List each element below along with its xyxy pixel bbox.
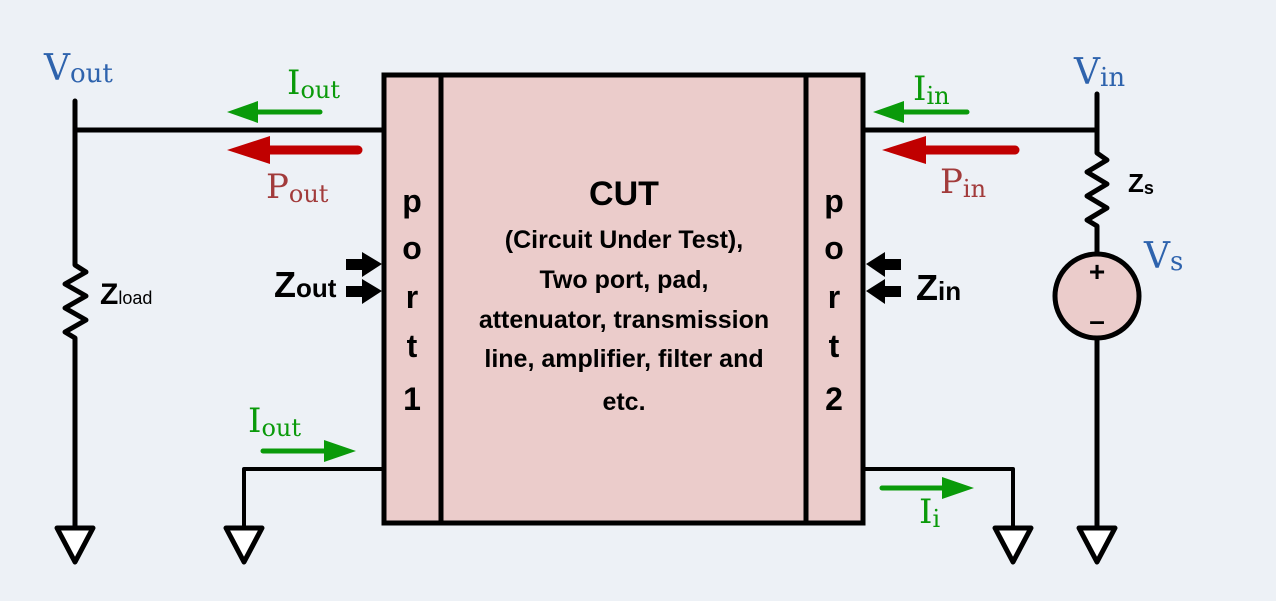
iin-label-main: I — [913, 69, 926, 109]
vs-label-sub: s — [1170, 247, 1183, 277]
port2-letter: r — [828, 279, 840, 315]
port2-letter: o — [824, 230, 844, 266]
ii-label-sub: i — [932, 505, 940, 533]
cut-description-line: line, amplifier, filter and — [484, 345, 763, 373]
ground-icon-port2 — [992, 525, 1034, 565]
vin-label-main: V — [1073, 52, 1101, 93]
vs-minus-sign: – — [1089, 305, 1105, 336]
cut-description-line: (Circuit Under Test), — [505, 226, 743, 254]
iout-bottom-label-main: I — [248, 401, 261, 441]
pin-arrow-icon — [882, 136, 1020, 164]
zin-label-main: Z — [916, 267, 938, 308]
pout-label: Pout — [266, 167, 329, 208]
zs-label: Zs — [1128, 168, 1154, 198]
port2-letter: p — [824, 183, 844, 219]
port1-label: p o r t 1 — [402, 183, 422, 417]
zload-label-sub: load — [118, 288, 152, 308]
pout-label-sub: out — [289, 180, 329, 208]
zout-label-main: Z — [274, 264, 296, 305]
cut-description-line: etc. — [602, 388, 645, 416]
port2-return-wire — [861, 467, 1015, 530]
zload-label: Zload — [100, 278, 152, 311]
zout-label-sub: out — [296, 273, 337, 303]
iin-arrow-icon — [873, 101, 970, 123]
cut-title: CUT — [589, 175, 659, 213]
pin-label-sub: in — [963, 175, 986, 203]
iout-top-label-main: I — [287, 63, 300, 103]
iout-bottom-label: Iout — [248, 401, 301, 442]
zs-resistor — [1084, 147, 1110, 232]
zout-arrows-icon — [346, 252, 382, 304]
vout-label-sub: out — [70, 59, 113, 89]
iout-top-arrow-icon — [227, 101, 323, 123]
cut-block — [381, 72, 866, 526]
ii-label-main: I — [919, 492, 932, 532]
vout-label: Vout — [43, 48, 113, 89]
iout-top-label-sub: out — [300, 76, 340, 104]
ground-icon-port1 — [223, 525, 265, 565]
port2-letter: t — [829, 328, 840, 364]
port1-letter: t — [407, 328, 418, 364]
port1-return-wire — [242, 467, 386, 530]
port2-letter: 2 — [825, 381, 843, 417]
port1-letter: r — [406, 279, 418, 315]
port1-letter: p — [402, 183, 422, 219]
ii-arrow-icon — [879, 477, 974, 499]
pout-label-main: P — [266, 167, 289, 207]
zout-label: Zout — [274, 264, 337, 305]
vout-label-main: V — [43, 48, 71, 89]
cut-description-line: Two port, pad, — [540, 266, 709, 294]
iout-top-label: Iout — [287, 63, 340, 104]
ii-label: Ii — [919, 492, 940, 533]
vs-plus-sign: + — [1089, 256, 1105, 287]
zs-label-main: Z — [1128, 168, 1144, 198]
vin-label: Vin — [1073, 52, 1125, 93]
iout-bottom-label-sub: out — [261, 414, 301, 442]
port2-label: p o r t 2 — [824, 183, 844, 417]
iout-bottom-arrow-icon — [260, 440, 356, 462]
pin-label-main: P — [940, 162, 963, 202]
zload-label-main: Z — [100, 278, 118, 311]
cut-description: (Circuit Under Test), Two port, pad, att… — [479, 226, 769, 416]
cut-description-line: attenuator, transmission — [479, 306, 769, 334]
zin-label-sub: in — [938, 276, 961, 306]
ground-icon-load — [54, 525, 96, 565]
iin-label-sub: in — [926, 82, 949, 110]
port1-letter: o — [402, 230, 422, 266]
vs-label-main: V — [1143, 236, 1171, 277]
zin-label: Zin — [916, 267, 961, 308]
vin-label-sub: in — [1100, 63, 1125, 93]
iin-label: Iin — [913, 69, 950, 110]
zin-arrows-icon — [866, 252, 901, 304]
pin-label: Pin — [940, 162, 986, 203]
zs-label-sub: s — [1144, 178, 1154, 198]
vs-label: Vs — [1143, 236, 1183, 277]
ground-icon-source — [1076, 525, 1118, 565]
pout-arrow-icon — [227, 136, 363, 164]
port1-letter: 1 — [403, 381, 421, 417]
zload-resistor — [62, 259, 89, 344]
